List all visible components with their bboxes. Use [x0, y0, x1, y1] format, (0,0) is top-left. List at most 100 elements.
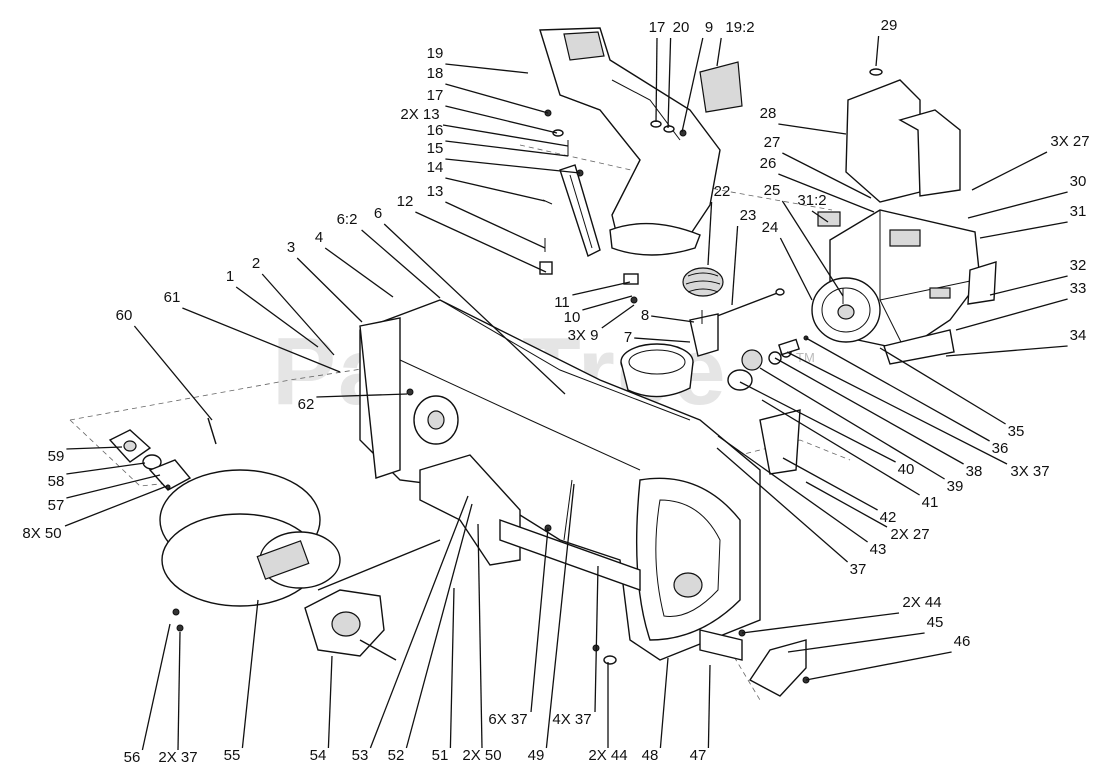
callout-label: 45 — [927, 614, 944, 631]
callout-label: 40 — [898, 461, 915, 478]
callout-label: 37 — [850, 561, 867, 578]
callout-label: 31 — [1070, 203, 1087, 220]
callout-label: 4X 37 — [552, 711, 591, 728]
control-shaft — [711, 288, 785, 319]
callout-leader-line — [967, 191, 1068, 219]
callout-leader-line — [296, 257, 363, 323]
callout-leader-line — [759, 367, 945, 480]
callout-leader-line — [782, 457, 878, 511]
callout-label: 42 — [880, 509, 897, 526]
callout-label: 1 — [226, 268, 234, 285]
callout-label: 22 — [714, 183, 731, 200]
callout-label: 52 — [388, 747, 405, 764]
worm-gear — [682, 267, 724, 297]
callout-label: 38 — [966, 463, 983, 480]
callout-leader-line — [261, 273, 335, 356]
callout-label: 13 — [427, 183, 444, 200]
callout-leader-line — [717, 435, 868, 543]
callout-leader-line — [133, 325, 213, 421]
callout-label: 34 — [1070, 327, 1087, 344]
callout-leader-line — [979, 221, 1068, 239]
callout-label: 31:2 — [797, 192, 826, 209]
callout-label: 27 — [764, 134, 781, 151]
callout-leader-line — [716, 447, 849, 563]
callout-leader-line — [177, 631, 181, 751]
bearing-flanges — [108, 429, 192, 491]
callout-label: 6:2 — [337, 211, 358, 228]
callout-label: 2X 27 — [890, 526, 929, 543]
shaft-bracket — [689, 313, 719, 357]
callout-label: 19:2 — [725, 19, 754, 36]
callout-leader-line — [805, 651, 952, 681]
callout-label: 3X 9 — [568, 327, 599, 344]
callout-label: 3X 27 — [1050, 133, 1089, 150]
callout-label: 39 — [947, 478, 964, 495]
callout-leader-line — [761, 399, 920, 496]
callout-leader-line — [324, 247, 394, 298]
callout-label: 9 — [705, 19, 713, 36]
callout-label: 55 — [224, 747, 241, 764]
callout-label: 29 — [881, 17, 898, 34]
callout-leader-line — [449, 587, 455, 749]
callout-label: 35 — [1008, 423, 1025, 440]
callout-leader-line — [445, 63, 529, 74]
callout-leader-line — [241, 599, 259, 749]
callout-leader-line — [445, 140, 569, 157]
callout-label: 19 — [427, 45, 444, 62]
callout-label: 6 — [374, 205, 382, 222]
callout-label: 56 — [124, 749, 141, 766]
callout-leader-line — [811, 210, 829, 223]
callout-label: 17 — [427, 87, 444, 104]
callout-label: 3 — [287, 239, 295, 256]
callout-leader-line — [778, 173, 875, 213]
callout-leader-line — [741, 612, 900, 634]
callout-leader-line — [601, 304, 635, 329]
callout-label: 11 — [554, 294, 570, 311]
callout-label: 4 — [315, 229, 323, 246]
auger-flight — [159, 469, 441, 607]
callout-leader-line — [879, 347, 1006, 425]
callout-leader-line — [405, 503, 473, 749]
callout-leader-line — [971, 151, 1048, 191]
callout-label: 16 — [427, 122, 444, 139]
callout-label: 51 — [432, 747, 449, 764]
callout-label: 60 — [116, 307, 133, 324]
callout-leader-line — [681, 37, 704, 133]
callout-label: 2X 44 — [588, 747, 627, 764]
auger-gearbox — [304, 589, 397, 661]
callout-label: 62 — [298, 396, 315, 413]
callout-label: 58 — [48, 473, 65, 490]
callout-label: 57 — [48, 497, 65, 514]
callout-leader-line — [66, 462, 146, 475]
callout-leader-line — [716, 37, 722, 67]
callout-label: 20 — [673, 19, 690, 36]
belt-cover — [845, 68, 961, 203]
callout-leader-line — [369, 495, 469, 749]
callout-label: 25 — [764, 182, 781, 199]
callout-label: 30 — [1070, 173, 1087, 190]
callout-leader-line — [989, 275, 1068, 296]
callout-label: 61 — [164, 289, 181, 306]
callout-leader-line — [786, 351, 1008, 465]
chute-assembly — [539, 27, 721, 256]
callout-leader-line — [739, 381, 896, 463]
callout-leader-line — [667, 37, 672, 129]
callout-label: 10 — [564, 309, 581, 326]
callout-label: 12 — [397, 193, 414, 210]
callout-leader-line — [655, 37, 658, 123]
callout-label: 48 — [642, 747, 659, 764]
callout-leader-line — [945, 345, 1068, 357]
callout-leader-line — [442, 124, 569, 147]
callout-leader-line — [445, 201, 546, 249]
callout-leader-line — [787, 632, 925, 653]
callout-label: 3X 37 — [1010, 463, 1049, 480]
callout-leader-line — [477, 523, 483, 749]
callout-leader-line — [545, 483, 575, 749]
callout-label: 15 — [427, 140, 444, 157]
callout-leader-line — [782, 152, 872, 199]
callout-label: 2X 13 — [400, 106, 439, 123]
deflector-panel — [699, 61, 743, 113]
long-bolt — [207, 417, 217, 445]
callout-leader-line — [141, 623, 171, 751]
callout-label: 33 — [1070, 280, 1087, 297]
